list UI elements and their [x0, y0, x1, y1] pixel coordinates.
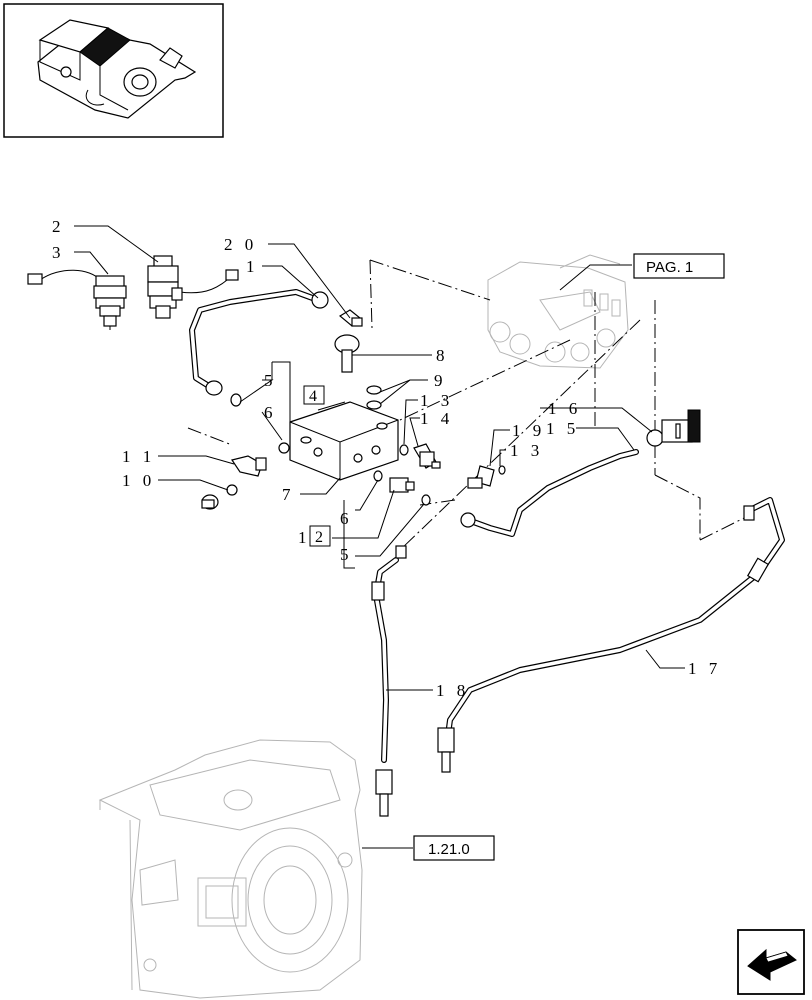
fitting-part-1-lower[interactable]: [389, 477, 415, 493]
callout-labels: 2 3 2 0 1 8 9 1 3 1 4 1 6 1 9 1 5 1 3 5 …: [52, 217, 721, 700]
callout-3: 3: [52, 243, 65, 262]
callout-5-upper: 5: [264, 371, 277, 390]
pipe-part-1[interactable]: [189, 289, 329, 396]
callout-15: 1 5: [546, 419, 579, 438]
callout-1: 1: [246, 257, 259, 276]
callout-13-upper: 1 3: [420, 391, 453, 410]
hose-part-17[interactable]: [437, 497, 785, 773]
svg-text:4: 4: [309, 388, 317, 405]
quick-coupler-part-16[interactable]: [646, 409, 701, 447]
section-ref-1-21-0[interactable]: 1.21.0: [413, 835, 495, 861]
hose-part-18[interactable]: [371, 545, 407, 817]
valve-block-part-7[interactable]: [289, 401, 399, 481]
o-rings-part-9[interactable]: [366, 385, 382, 410]
seal-part-6-lower[interactable]: [373, 470, 383, 482]
callout-8: 8: [436, 346, 449, 365]
ring-part-10[interactable]: [226, 484, 238, 496]
callout-9: 9: [434, 371, 447, 390]
valve-assembly-thumbnail-icon: [37, 19, 197, 119]
callout-13-lower: 1 3: [510, 441, 543, 460]
callout-7: 7: [282, 485, 295, 504]
callout-6-upper: 6: [264, 403, 277, 422]
callout-18: 1 8: [436, 681, 469, 700]
ghost-transmission-housing: [98, 739, 363, 999]
plug-part-10[interactable]: [201, 494, 219, 510]
seal-part-13-block[interactable]: [399, 444, 409, 456]
sensor-part-19[interactable]: [467, 465, 506, 489]
next-page-arrow-icon: [747, 948, 797, 981]
next-page-arrow-button[interactable]: [737, 929, 805, 995]
sensor-part-14[interactable]: [413, 443, 441, 469]
seal-part-6-upper[interactable]: [278, 442, 290, 454]
svg-text:PAG. 1: PAG. 1: [646, 259, 693, 276]
svg-text:1.21.0: 1.21.0: [428, 841, 470, 858]
fitting-part-20[interactable]: [338, 309, 363, 327]
page-ref-pag1[interactable]: PAG. 1: [633, 253, 725, 279]
callout-1-lower: 1: [298, 528, 311, 547]
callout-6-lower: 6: [340, 509, 353, 528]
callout-5-lower: 5: [340, 545, 353, 564]
callout-14: 1 4: [420, 409, 453, 428]
callout-16: 1 6: [548, 399, 581, 418]
solenoid-coil-part-3[interactable]: [27, 269, 127, 330]
seal-part-5-upper[interactable]: [230, 393, 242, 407]
callout-19: 1 9: [512, 421, 545, 440]
ghost-valve-block: [487, 254, 629, 369]
callout-20: 2 0: [224, 235, 257, 254]
callout-10: 1 0: [122, 471, 155, 490]
thumbnail-frame[interactable]: [3, 3, 224, 138]
pipe-part-15[interactable]: [460, 449, 639, 537]
callout-17: 1 7: [688, 659, 721, 678]
seal-part-5-lower[interactable]: [421, 494, 431, 506]
elbow-fitting-part-11[interactable]: [231, 455, 267, 477]
callout-11: 1 1: [122, 447, 155, 466]
boxed-ref-4[interactable]: 4: [303, 385, 325, 405]
bracket-lines: [271, 361, 355, 569]
bolt-part-8[interactable]: [334, 334, 360, 373]
boxed-ref-2[interactable]: 2: [309, 525, 331, 547]
svg-text:2: 2: [315, 529, 323, 546]
solenoid-valve-part-2[interactable]: [147, 255, 239, 319]
callout-2: 2: [52, 217, 65, 236]
leader-lines: [74, 225, 685, 849]
